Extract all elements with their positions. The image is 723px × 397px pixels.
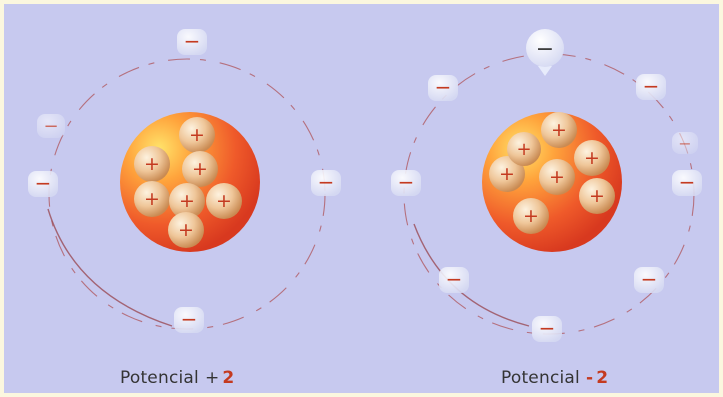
atom-right: + + + + + + + − − − − − − − − − <box>391 29 702 342</box>
caption-left: Potencial+2 <box>120 368 234 388</box>
svg-text:−: − <box>184 29 201 53</box>
electron: − <box>428 75 458 101</box>
svg-text:+: + <box>216 190 232 212</box>
svg-text:+: + <box>589 185 605 207</box>
orbit-arc-left <box>47 208 173 327</box>
svg-text:−: − <box>643 74 660 98</box>
proton: + <box>513 198 549 234</box>
proton: + <box>579 178 615 214</box>
svg-text:+: + <box>144 153 160 175</box>
electron: − <box>672 170 702 196</box>
electron: − <box>391 170 421 196</box>
atom-diagram: + + + + + + + − − − − − + + + + + + + <box>28 29 702 342</box>
svg-text:+: + <box>179 190 195 212</box>
caption-left-sign: + <box>204 368 220 388</box>
caption-right-value: 2 <box>596 368 609 388</box>
svg-text:−: − <box>398 170 415 194</box>
svg-text:−: − <box>678 134 691 153</box>
svg-text:−: − <box>318 170 335 194</box>
electron: − <box>177 29 207 55</box>
svg-text:−: − <box>35 171 52 195</box>
svg-text:+: + <box>551 119 567 141</box>
proton: + <box>134 146 170 182</box>
caption-right-sign: - <box>585 368 594 388</box>
proton: + <box>179 117 215 153</box>
caption-right: Potencial-2 <box>501 368 608 388</box>
proton: + <box>168 212 204 248</box>
svg-text:−: − <box>536 37 554 62</box>
proton: + <box>169 183 205 219</box>
electron: − <box>439 267 469 293</box>
proton: + <box>541 112 577 148</box>
electron-balloon: − <box>526 29 564 76</box>
electron: − <box>672 132 698 154</box>
svg-text:+: + <box>549 166 565 188</box>
svg-text:−: − <box>435 75 452 99</box>
proton: + <box>574 140 610 176</box>
orbit-arc-right <box>413 223 530 327</box>
svg-text:−: − <box>446 267 463 291</box>
svg-text:−: − <box>43 116 58 137</box>
svg-text:−: − <box>641 267 658 291</box>
svg-text:+: + <box>144 188 160 210</box>
caption-left-value: 2 <box>222 368 235 388</box>
caption-left-prefix: Potencial <box>120 368 199 388</box>
proton: + <box>206 183 242 219</box>
electron: − <box>311 170 341 196</box>
electron: − <box>636 74 666 100</box>
atom-left: + + + + + + + − − − − − <box>28 29 341 333</box>
svg-text:−: − <box>679 170 696 194</box>
svg-text:−: − <box>539 316 556 340</box>
proton: + <box>134 181 170 217</box>
svg-text:+: + <box>516 139 531 160</box>
diagram-frame: + + + + + + + − − − − − + + + + + + + <box>4 4 719 393</box>
svg-text:+: + <box>192 158 208 180</box>
electron: − <box>28 171 58 197</box>
proton: + <box>182 151 218 187</box>
electron: − <box>174 307 204 333</box>
electron: − <box>532 316 562 342</box>
svg-text:+: + <box>189 124 205 146</box>
svg-text:+: + <box>178 219 194 241</box>
svg-text:+: + <box>499 163 515 185</box>
svg-text:+: + <box>523 205 539 227</box>
svg-text:+: + <box>584 147 600 169</box>
proton: + <box>507 132 541 166</box>
electron: − <box>634 267 664 293</box>
electron: − <box>37 114 65 138</box>
proton: + <box>489 156 525 192</box>
caption-right-prefix: Potencial <box>501 368 580 388</box>
proton: + <box>539 159 575 195</box>
svg-text:−: − <box>181 307 198 331</box>
